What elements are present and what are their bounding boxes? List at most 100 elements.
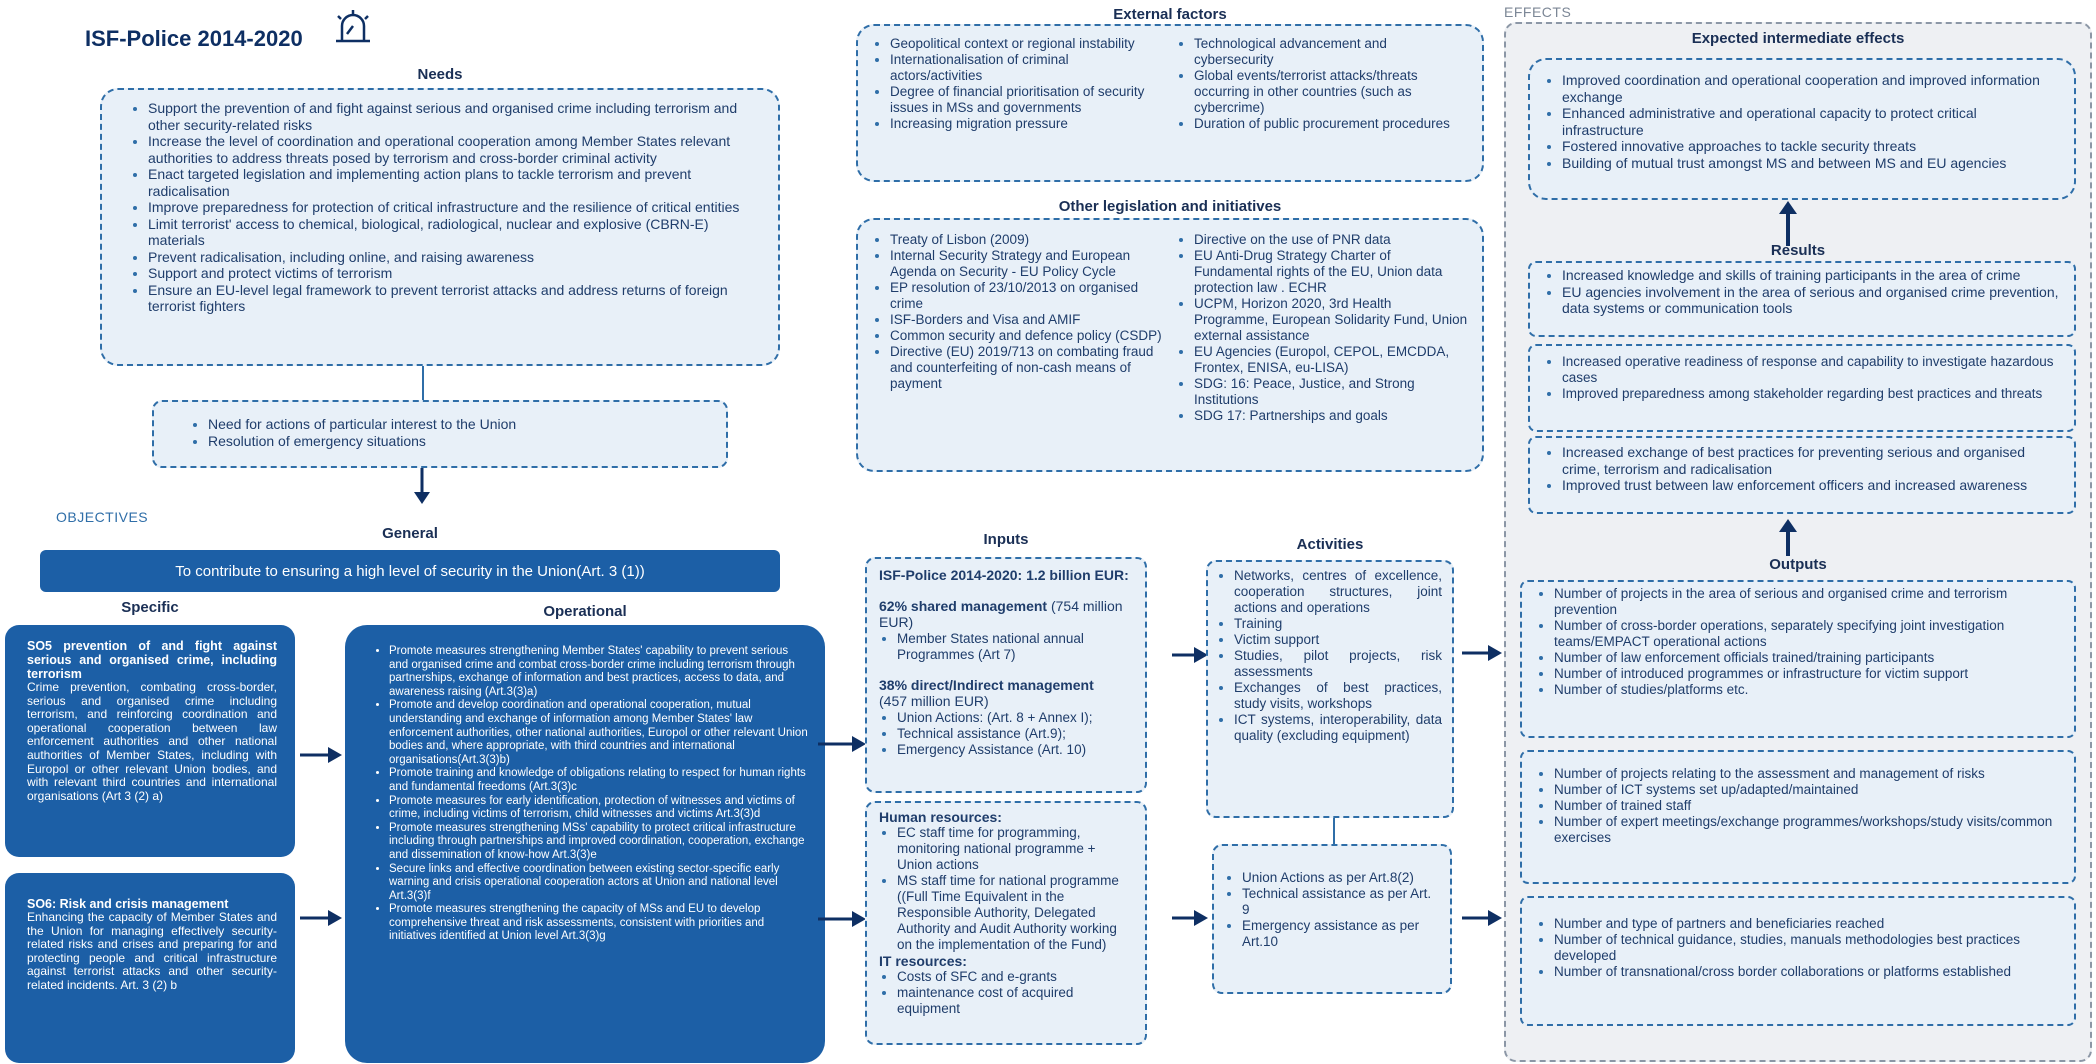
list-item: Promote measures strengthening Member St…: [389, 645, 809, 699]
direct-management-amount: (457 million EUR): [879, 693, 989, 709]
needs-list: Support the prevention of and fight agai…: [130, 100, 758, 315]
list-item: Promote training and knowledge of obliga…: [389, 767, 809, 794]
list-item: Geopolitical context or regional instabi…: [890, 36, 1164, 52]
outputs-box-2: Number of projects relating to the asses…: [1520, 750, 2076, 884]
connector-line: [1333, 818, 1335, 844]
external-heading: External factors: [1113, 6, 1227, 23]
external-right-list: Technological advancement and cybersecur…: [1176, 36, 1468, 132]
results-box-1: Increased knowledge and skills of traini…: [1528, 261, 2076, 337]
list-item: Promote measures for early identificatio…: [389, 795, 809, 822]
connector-line: [422, 366, 424, 400]
so6-title: SO6: Risk and crisis management: [27, 897, 229, 911]
list-item: Resolution of emergency situations: [208, 433, 706, 450]
list-item: Improve preparedness for protection of c…: [148, 199, 758, 216]
arrow-right-icon: [1172, 647, 1208, 663]
list-item: Duration of public procurement procedure…: [1194, 116, 1468, 132]
list-item: Support the prevention of and fight agai…: [148, 100, 758, 133]
need-actions-box: Need for actions of particular interest …: [152, 400, 728, 468]
it-heading: IT resources:: [879, 953, 967, 969]
objectives-label: OBJECTIVES: [56, 509, 149, 525]
inputs-heading: Inputs: [983, 531, 1029, 548]
list-item: ISF-Borders and Visa and AMIF: [890, 312, 1164, 328]
list-item: Training: [1234, 616, 1442, 632]
list-item: Directive on the use of PNR data: [1194, 232, 1468, 248]
legislation-heading: Other legislation and initiatives: [1058, 198, 1282, 215]
so5-text: Crime prevention, combating cross-border…: [27, 680, 277, 803]
list-item: ICT systems, interoperability, data qual…: [1234, 712, 1442, 744]
union-actions-box: Union Actions as per Art.8(2) Technical …: [1212, 844, 1452, 994]
outputs-box-1: Number of projects in the area of seriou…: [1520, 580, 2076, 738]
arrow-down-icon: [414, 468, 430, 504]
list-item: Increased operative readiness of respons…: [1562, 354, 2062, 386]
list-item: EU agencies involvement in the area of s…: [1562, 284, 2062, 317]
list-item: Number of transnational/cross border col…: [1554, 964, 2062, 980]
list-item: Secure links and effective coordination …: [389, 863, 809, 904]
list-item: Treaty of Lisbon (2009): [890, 232, 1164, 248]
activities-list: Networks, centres of excellence, coopera…: [1216, 568, 1442, 744]
list-item: Union Actions as per Art.8(2): [1242, 870, 1440, 886]
so5-title: SO5 prevention of and fight against seri…: [27, 639, 277, 681]
list-item: Prevent radicalisation, including online…: [148, 249, 758, 266]
list-item: Global events/terrorist attacks/threats …: [1194, 68, 1468, 116]
list-item: Victim support: [1234, 632, 1442, 648]
general-objective: To contribute to ensuring a high level o…: [40, 550, 780, 592]
list-item: Improved preparedness among stakeholder …: [1562, 386, 2062, 402]
list-item: Number of introduced programmes or infra…: [1554, 666, 2062, 682]
list-item: EU Agencies (Europol, CEPOL, EMCDDA, Fro…: [1194, 344, 1468, 376]
legislation-left-list: Treaty of Lisbon (2009) Internal Securit…: [872, 232, 1164, 424]
legislation-box: Treaty of Lisbon (2009) Internal Securit…: [856, 218, 1484, 472]
list-item: maintenance cost of acquired equipment: [897, 985, 1133, 1017]
list-item: Improved coordination and operational co…: [1562, 72, 2062, 105]
operational-list: Promote measures strengthening Member St…: [371, 645, 809, 944]
external-box: Geopolitical context or regional instabi…: [856, 24, 1484, 182]
effects-label: EFFECTS: [1504, 4, 1572, 20]
list-item: Increased exchange of best practices for…: [1562, 444, 2062, 477]
list-item: Technical assistance (Art.9);: [897, 726, 1133, 742]
operational-box: Promote measures strengthening Member St…: [345, 625, 825, 1063]
list-item: Technological advancement and cybersecur…: [1194, 36, 1468, 68]
list-item: Number of trained staff: [1554, 798, 2062, 814]
list-item: Number and type of partners and benefici…: [1554, 916, 2062, 932]
arrow-right-icon: [1172, 910, 1208, 926]
list-item: EC staff time for programming, monitorin…: [897, 825, 1133, 873]
operational-heading: Operational: [543, 603, 627, 620]
intermediate-heading: Expected intermediate effects: [1691, 30, 1905, 47]
siren-icon: [330, 8, 376, 51]
list-item: Fostered innovative approaches to tackle…: [1562, 138, 2062, 155]
inputs-budget: ISF-Police 2014-2020: 1.2 billion EUR:: [879, 567, 1129, 583]
list-item: Increase the level of coordination and o…: [148, 133, 758, 166]
so5-box: SO5 prevention of and fight against seri…: [5, 625, 295, 857]
general-heading: General: [382, 525, 438, 542]
list-item: Support and protect victims of terrorism: [148, 265, 758, 282]
list-item: Costs of SFC and e-grants: [897, 969, 1133, 985]
arrow-right-icon: [300, 910, 342, 926]
activities-box: Networks, centres of excellence, coopera…: [1206, 560, 1454, 818]
list-item: Union Actions: (Art. 8 + Annex I);: [897, 710, 1133, 726]
list-item: EP resolution of 23/10/2013 on organised…: [890, 280, 1164, 312]
list-item: EU Anti-Drug Strategy Charter of Fundame…: [1194, 248, 1468, 296]
list-item: Enact targeted legislation and implement…: [148, 166, 758, 199]
hr-heading: Human resources:: [879, 809, 1002, 825]
list-item: Increasing migration pressure: [890, 116, 1164, 132]
needs-heading: Needs: [417, 66, 463, 83]
list-item: MS staff time for national programme ((F…: [897, 873, 1133, 953]
inputs-resources-box: Human resources: EC staff time for progr…: [865, 801, 1147, 1045]
so6-text: Enhancing the capacity of Member States …: [27, 910, 277, 992]
list-item: Number of ICT systems set up/adapted/mai…: [1554, 782, 2062, 798]
list-item: SDG 17: Partnerships and goals: [1194, 408, 1468, 424]
list-item: Number of expert meetings/exchange progr…: [1554, 814, 2062, 846]
activities-heading: Activities: [1296, 536, 1364, 553]
arrow-up-icon: [1779, 519, 1797, 556]
results-box-2: Increased operative readiness of respons…: [1528, 344, 2076, 432]
inputs-budget-box: ISF-Police 2014-2020: 1.2 billion EUR: 6…: [865, 557, 1147, 793]
list-item: Networks, centres of excellence, coopera…: [1234, 568, 1442, 616]
list-item: Internal Security Strategy and European …: [890, 248, 1164, 280]
external-left-list: Geopolitical context or regional instabi…: [872, 36, 1164, 132]
list-item: Directive (EU) 2019/713 on combating fra…: [890, 344, 1164, 392]
general-objective-text: To contribute to ensuring a high level o…: [175, 562, 645, 580]
list-item: Studies, pilot projects, risk assessment…: [1234, 648, 1442, 680]
arrow-right-icon: [1462, 910, 1502, 926]
list-item: Improved trust between law enforcement o…: [1562, 477, 2062, 494]
list-item: Need for actions of particular interest …: [208, 416, 706, 433]
outputs-heading: Outputs: [1769, 556, 1827, 573]
